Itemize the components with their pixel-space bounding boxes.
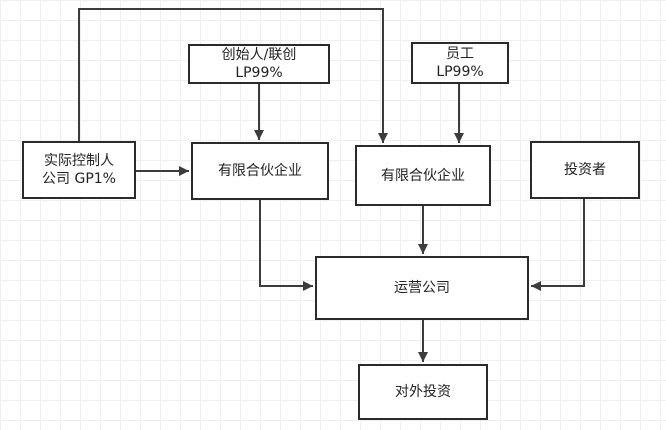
node-operating-company-label: 运营公司 [394, 280, 450, 296]
node-investor: 投资者 [530, 141, 640, 199]
node-investor-label: 投资者 [564, 162, 606, 178]
edge-investor-to-operating [531, 199, 585, 291]
node-limited-partnership-2-label: 有限合伙企业 [381, 167, 465, 184]
node-employee-line2: LP99% [436, 64, 484, 80]
node-external-investment: 对外投资 [358, 364, 488, 420]
node-founder-line1: 创始人/联创 [221, 47, 297, 63]
node-employee: 员工 LP99% [411, 42, 509, 84]
node-limited-partnership-1: 有限合伙企业 [191, 142, 329, 200]
node-limited-partnership-1-label: 有限合伙企业 [218, 163, 302, 179]
node-actual-controller-line1: 实际控制人 [44, 153, 114, 169]
node-operating-company: 运营公司 [315, 256, 529, 320]
node-founder-line2: LP99% [235, 65, 283, 81]
node-founder-cofounder: 创始人/联创 LP99% [188, 44, 330, 84]
edge-lp1-to-operating [259, 200, 313, 291]
node-employee-line1: 员工 [446, 46, 474, 62]
node-external-investment-label: 对外投资 [395, 384, 451, 400]
node-limited-partnership-2: 有限合伙企业 [355, 145, 491, 206]
node-actual-controller-line2: 公司 GP1% [42, 171, 116, 187]
edge-controller-to-lp2 [78, 8, 388, 143]
node-actual-controller: 实际控制人 公司 GP1% [22, 141, 136, 199]
